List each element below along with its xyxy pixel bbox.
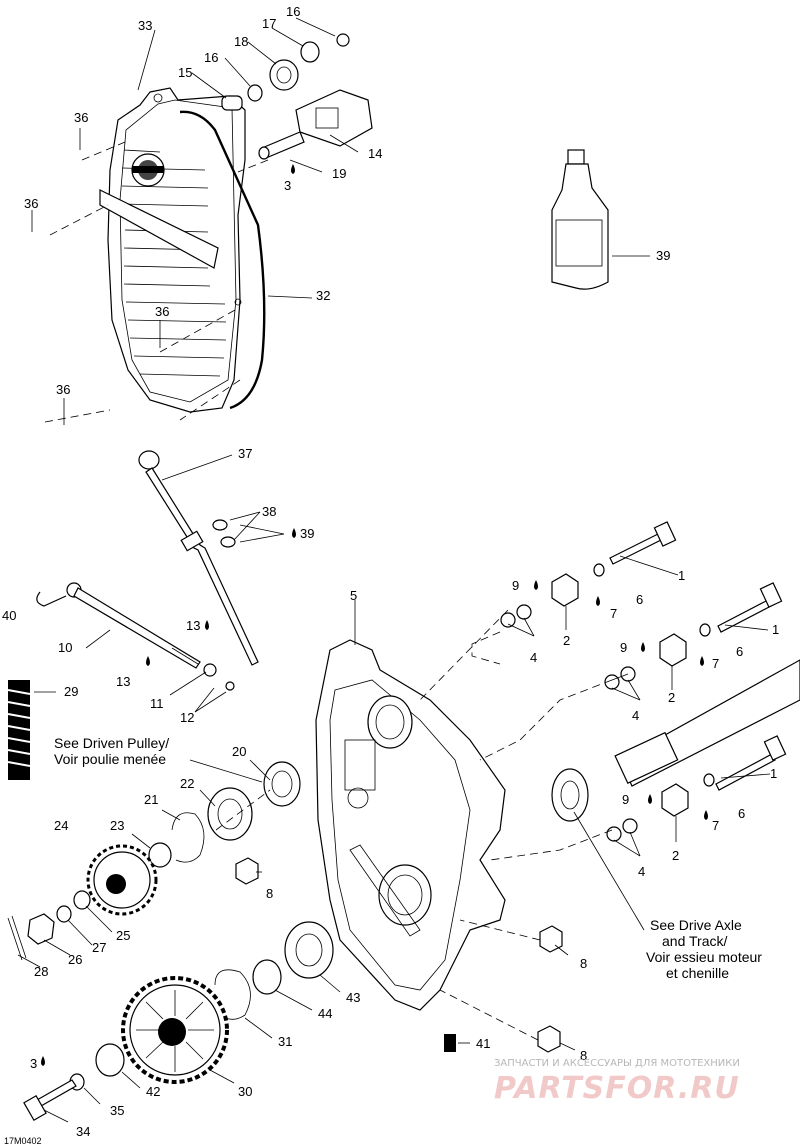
spring-29 <box>7 680 31 780</box>
callout: 9 <box>622 792 629 807</box>
leader-lines <box>17 17 771 1123</box>
callout: 2 <box>563 633 570 648</box>
callout: 38 <box>262 504 276 519</box>
cover-gasket <box>179 110 266 410</box>
watermark: ЗАПЧАСТИ И АКСЕССУАРЫ ДЛЯ МОТОТЕХНИКИ PA… <box>494 1058 740 1106</box>
callout: 1 <box>678 568 685 583</box>
callout: 5 <box>350 588 357 603</box>
chaincase-cover <box>99 87 246 413</box>
callout: 37 <box>238 446 252 461</box>
callout: 8 <box>580 956 587 971</box>
callout: 13 <box>186 618 200 633</box>
callout: 10 <box>58 640 72 655</box>
callout: 28 <box>34 964 48 979</box>
callout: 42 <box>146 1084 160 1099</box>
callout: 7 <box>712 818 719 833</box>
callout: 18 <box>234 34 248 49</box>
callout: 9 <box>512 578 519 593</box>
callout: 22 <box>180 776 194 791</box>
callout: 3 <box>284 178 291 193</box>
callout: 6 <box>736 644 743 659</box>
callout: 14 <box>368 146 382 161</box>
callout: 39 <box>300 526 314 541</box>
driven-pulley-note: See Driven Pulley/ Voir poulie menée <box>54 735 169 767</box>
callout: 43 <box>346 990 360 1005</box>
callout: 17 <box>262 16 276 31</box>
castle-nut-26 <box>27 913 55 945</box>
callout: 39 <box>656 248 670 263</box>
large-gear-30 <box>121 976 229 1084</box>
callout: 27 <box>92 940 106 955</box>
callout: 26 <box>68 952 82 967</box>
callout: 11 <box>150 696 164 711</box>
bolt-34 <box>23 1079 77 1121</box>
callout: 35 <box>110 1103 124 1118</box>
callout: 2 <box>672 848 679 863</box>
drive-axle <box>614 659 800 787</box>
callout: 31 <box>278 1034 292 1049</box>
small-gear-24 <box>86 844 158 916</box>
callout: 4 <box>632 708 639 723</box>
callout: 1 <box>772 622 779 637</box>
callout: 2 <box>668 690 675 705</box>
callout: 19 <box>332 166 346 181</box>
sprocket-icon <box>131 153 165 187</box>
shaft-10 <box>66 582 201 669</box>
callout: 30 <box>238 1084 252 1099</box>
callout: 3 <box>30 1056 37 1071</box>
callout: 7 <box>610 606 617 621</box>
note-line: See Drive Axle <box>650 917 742 933</box>
callout: 1 <box>770 766 777 781</box>
callout: 36 <box>24 196 38 211</box>
callout: 29 <box>64 684 78 699</box>
callout: 21 <box>144 792 158 807</box>
callout-labels: 33 16 17 18 16 15 14 19 3 36 36 32 36 36… <box>2 4 779 1139</box>
note-line: et chenille <box>666 965 729 981</box>
callout: 9 <box>620 640 627 655</box>
oil-bottle-icon <box>551 149 609 290</box>
callout: 23 <box>110 818 124 833</box>
figure-code: 17M0402 <box>4 1136 42 1146</box>
chain-tensioner-assembly <box>221 33 373 160</box>
callout: 40 <box>2 608 16 623</box>
callout: 32 <box>316 288 330 303</box>
callout: 36 <box>155 304 169 319</box>
callout: 4 <box>638 864 645 879</box>
callout: 12 <box>180 710 194 725</box>
note-line: See Driven Pulley/ <box>54 735 169 751</box>
callout: 16 <box>286 4 300 19</box>
callout: 20 <box>232 744 246 759</box>
callout: 36 <box>56 382 70 397</box>
callout: 24 <box>54 818 68 833</box>
dipstick <box>138 450 259 666</box>
bolt-1-mid <box>699 582 783 637</box>
callout: 41 <box>476 1036 490 1051</box>
callout: 6 <box>636 592 643 607</box>
note-line: Voir poulie menée <box>54 751 166 767</box>
bolt-1-low <box>703 735 787 791</box>
lubricant-drop-icons <box>41 164 708 1066</box>
callout: 13 <box>116 674 130 689</box>
drive-axle-note: See Drive Axle and Track/ Voir essieu mo… <box>646 917 762 981</box>
callout: 34 <box>76 1124 90 1139</box>
callout: 25 <box>116 928 130 943</box>
callout: 8 <box>266 886 273 901</box>
watermark-line2: PARTSFOR.RU <box>494 1071 740 1106</box>
callout: 4 <box>530 650 537 665</box>
watermark-line1: ЗАПЧАСТИ И АКСЕССУАРЫ ДЛЯ МОТОТЕХНИКИ <box>494 1058 740 1069</box>
callout: 8 <box>580 1048 587 1063</box>
callout: 44 <box>318 1006 332 1021</box>
callout: 33 <box>138 18 152 33</box>
callout: 36 <box>74 110 88 125</box>
chaincase-housing <box>315 639 506 1011</box>
bolt-1-top <box>593 521 677 577</box>
note-line: Voir essieu moteur <box>646 949 762 965</box>
callout: 6 <box>738 806 745 821</box>
callout: 15 <box>178 65 192 80</box>
callout: 7 <box>712 656 719 671</box>
note-line: and Track/ <box>662 933 727 949</box>
callout: 16 <box>204 50 218 65</box>
